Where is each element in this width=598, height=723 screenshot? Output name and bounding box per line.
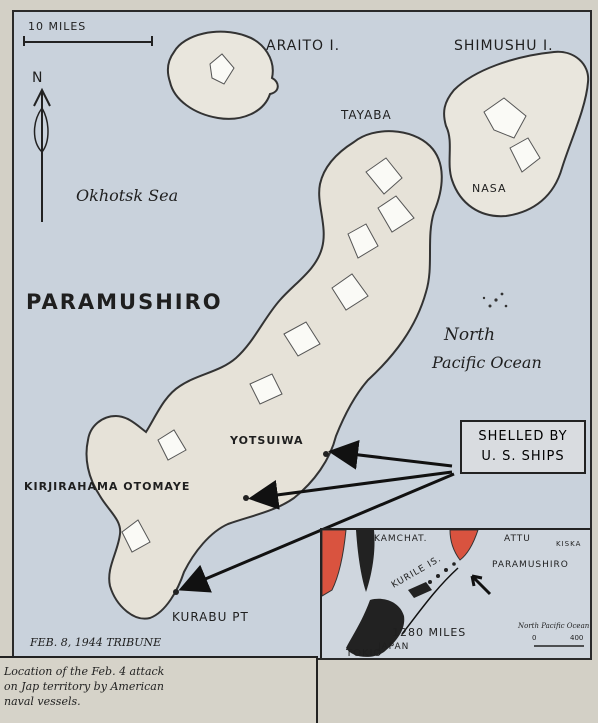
shimushu-label: SHIMUSHU I. — [454, 38, 554, 54]
okhotsk-sea-label: Okhotsk Sea — [76, 186, 179, 205]
inset-island-north — [356, 530, 375, 592]
main-map: 10 MILES N ARAITO I. SHIMUSHU I. TAYABA … — [12, 10, 592, 660]
north-pacific-label-line1: North — [444, 325, 496, 345]
inset-arrow — [470, 574, 492, 596]
kurabu-label: KURABU PT — [172, 610, 249, 624]
caption-box: Location of the Feb. 4 attack on Jap ter… — [0, 656, 318, 723]
inset-kamchat-label: KAMCHAT. — [374, 534, 428, 544]
inset-tokio-label: TOKIO — [346, 648, 383, 659]
inset-paramushiro-label: PARAMUSHIRO — [492, 560, 569, 570]
inset-kiska-label: KISKA — [556, 540, 582, 548]
otomaye-point — [243, 495, 249, 501]
inset-scale-start: 0 — [532, 634, 537, 642]
caption-line2: on Jap territory by American — [4, 680, 164, 693]
callout-line2: U. S. SHIPS — [481, 449, 565, 464]
inset-map: KAMCHAT. ATTU KISKA PARAMUSHIRO KURILE I… — [320, 528, 590, 659]
map-geography — [23, 30, 590, 620]
north-pacific-label-line2: Pacific Ocean — [432, 353, 542, 372]
scale-label: 10 MILES — [28, 20, 87, 33]
inset-japan — [346, 598, 405, 657]
inset-miles-label: 1280 MILES — [392, 626, 467, 639]
inset-north-pacific-label: North Pacific Ocean — [518, 622, 590, 630]
islets — [482, 292, 508, 308]
caption-line1: Location of the Feb. 4 attack — [4, 665, 165, 678]
caption-line3: naval vessels. — [4, 695, 81, 708]
yotsuiwa-label: YOTSUIWA — [230, 434, 304, 447]
feb-date-label: FEB. 8, 1944 TRIBUNE — [30, 636, 162, 649]
callout-line1: SHELLED BY — [478, 429, 568, 444]
nasa-label: NASA — [472, 182, 507, 195]
yotsuiwa-point — [323, 451, 329, 457]
inset-japan-label: JAPAN — [378, 642, 410, 652]
araito-label: ARAITO I. — [266, 38, 341, 54]
paramushiro-island — [85, 130, 443, 620]
arrow-kurabu — [178, 472, 455, 593]
inset-geography — [322, 530, 584, 657]
mountain-highlights — [121, 157, 415, 553]
paramushiro-label: PARAMUSHIRO — [26, 290, 223, 314]
inset-attu-label: ATTU — [504, 534, 531, 544]
arrow-yotsuiwa — [328, 439, 453, 470]
inset-scale-end: 400 — [570, 634, 584, 642]
inset-route — [401, 567, 459, 635]
compass-label: N — [32, 70, 44, 86]
kirjirahama-otomaye-label: KIRJIRAHAMA OTOMAYE — [24, 480, 191, 493]
arrow-otomaye — [248, 470, 453, 510]
north-arrow — [33, 87, 51, 222]
tayaba-label: TAYABA — [341, 108, 392, 122]
kamchatka-red-west — [322, 530, 347, 597]
kurabu-point — [173, 589, 179, 595]
shelled-callout: SHELLED BY U. S. SHIPS — [460, 420, 586, 474]
kamchatka-red-east — [449, 530, 479, 561]
